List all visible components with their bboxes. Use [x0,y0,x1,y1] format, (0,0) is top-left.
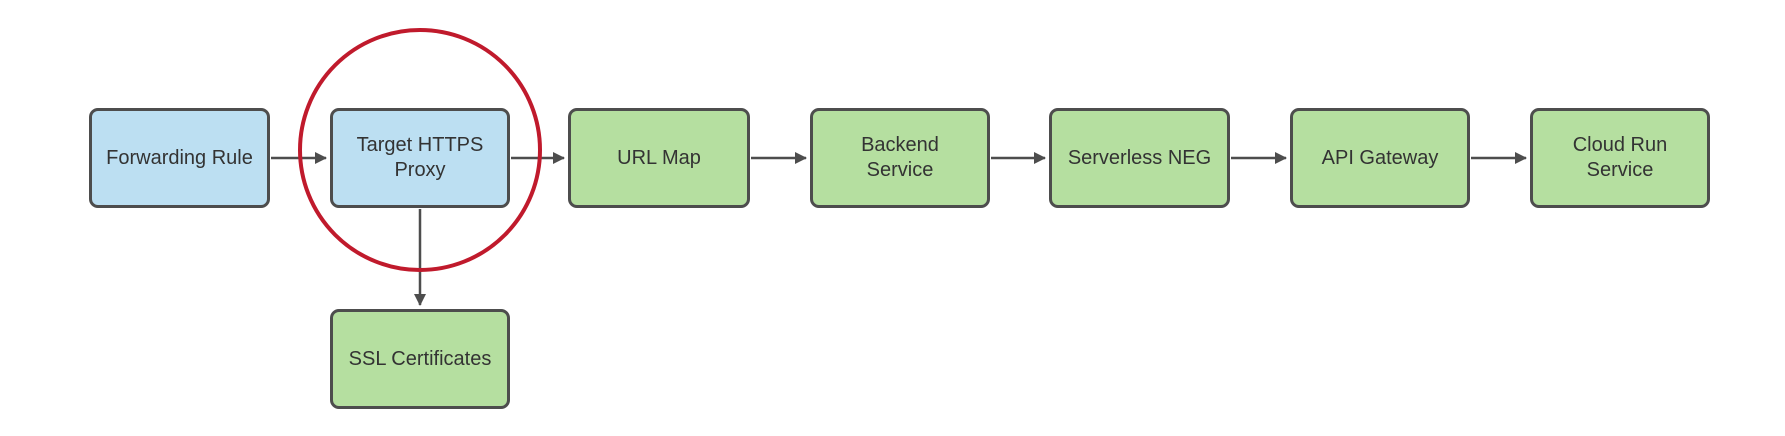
node-url-map: URL Map [568,108,750,208]
node-url-map-label: URL Map [617,146,701,169]
node-target-https-proxy: Target HTTPS Proxy [330,108,510,208]
highlight-circle [298,28,542,272]
node-cloud-run-service-label: Cloud Run Service [1572,134,1668,181]
node-target-https-proxy-label: Target HTTPS Proxy [356,134,484,181]
node-backend-service: Backend Service [810,108,990,208]
node-serverless-neg: Serverless NEG [1049,108,1230,208]
node-serverless-neg-label: Serverless NEG [1067,146,1212,169]
node-api-gateway-label: API Gateway [1321,146,1439,169]
node-ssl-certificates: SSL Certificates [330,309,510,409]
node-backend-service-label: Backend Service [861,134,939,181]
node-forwarding-rule: Forwarding Rule [89,108,270,208]
node-api-gateway: API Gateway [1290,108,1470,208]
node-ssl-certificates-label: SSL Certificates [348,347,492,370]
node-forwarding-rule-label: Forwarding Rule [106,146,253,169]
node-cloud-run-service: Cloud Run Service [1530,108,1710,208]
